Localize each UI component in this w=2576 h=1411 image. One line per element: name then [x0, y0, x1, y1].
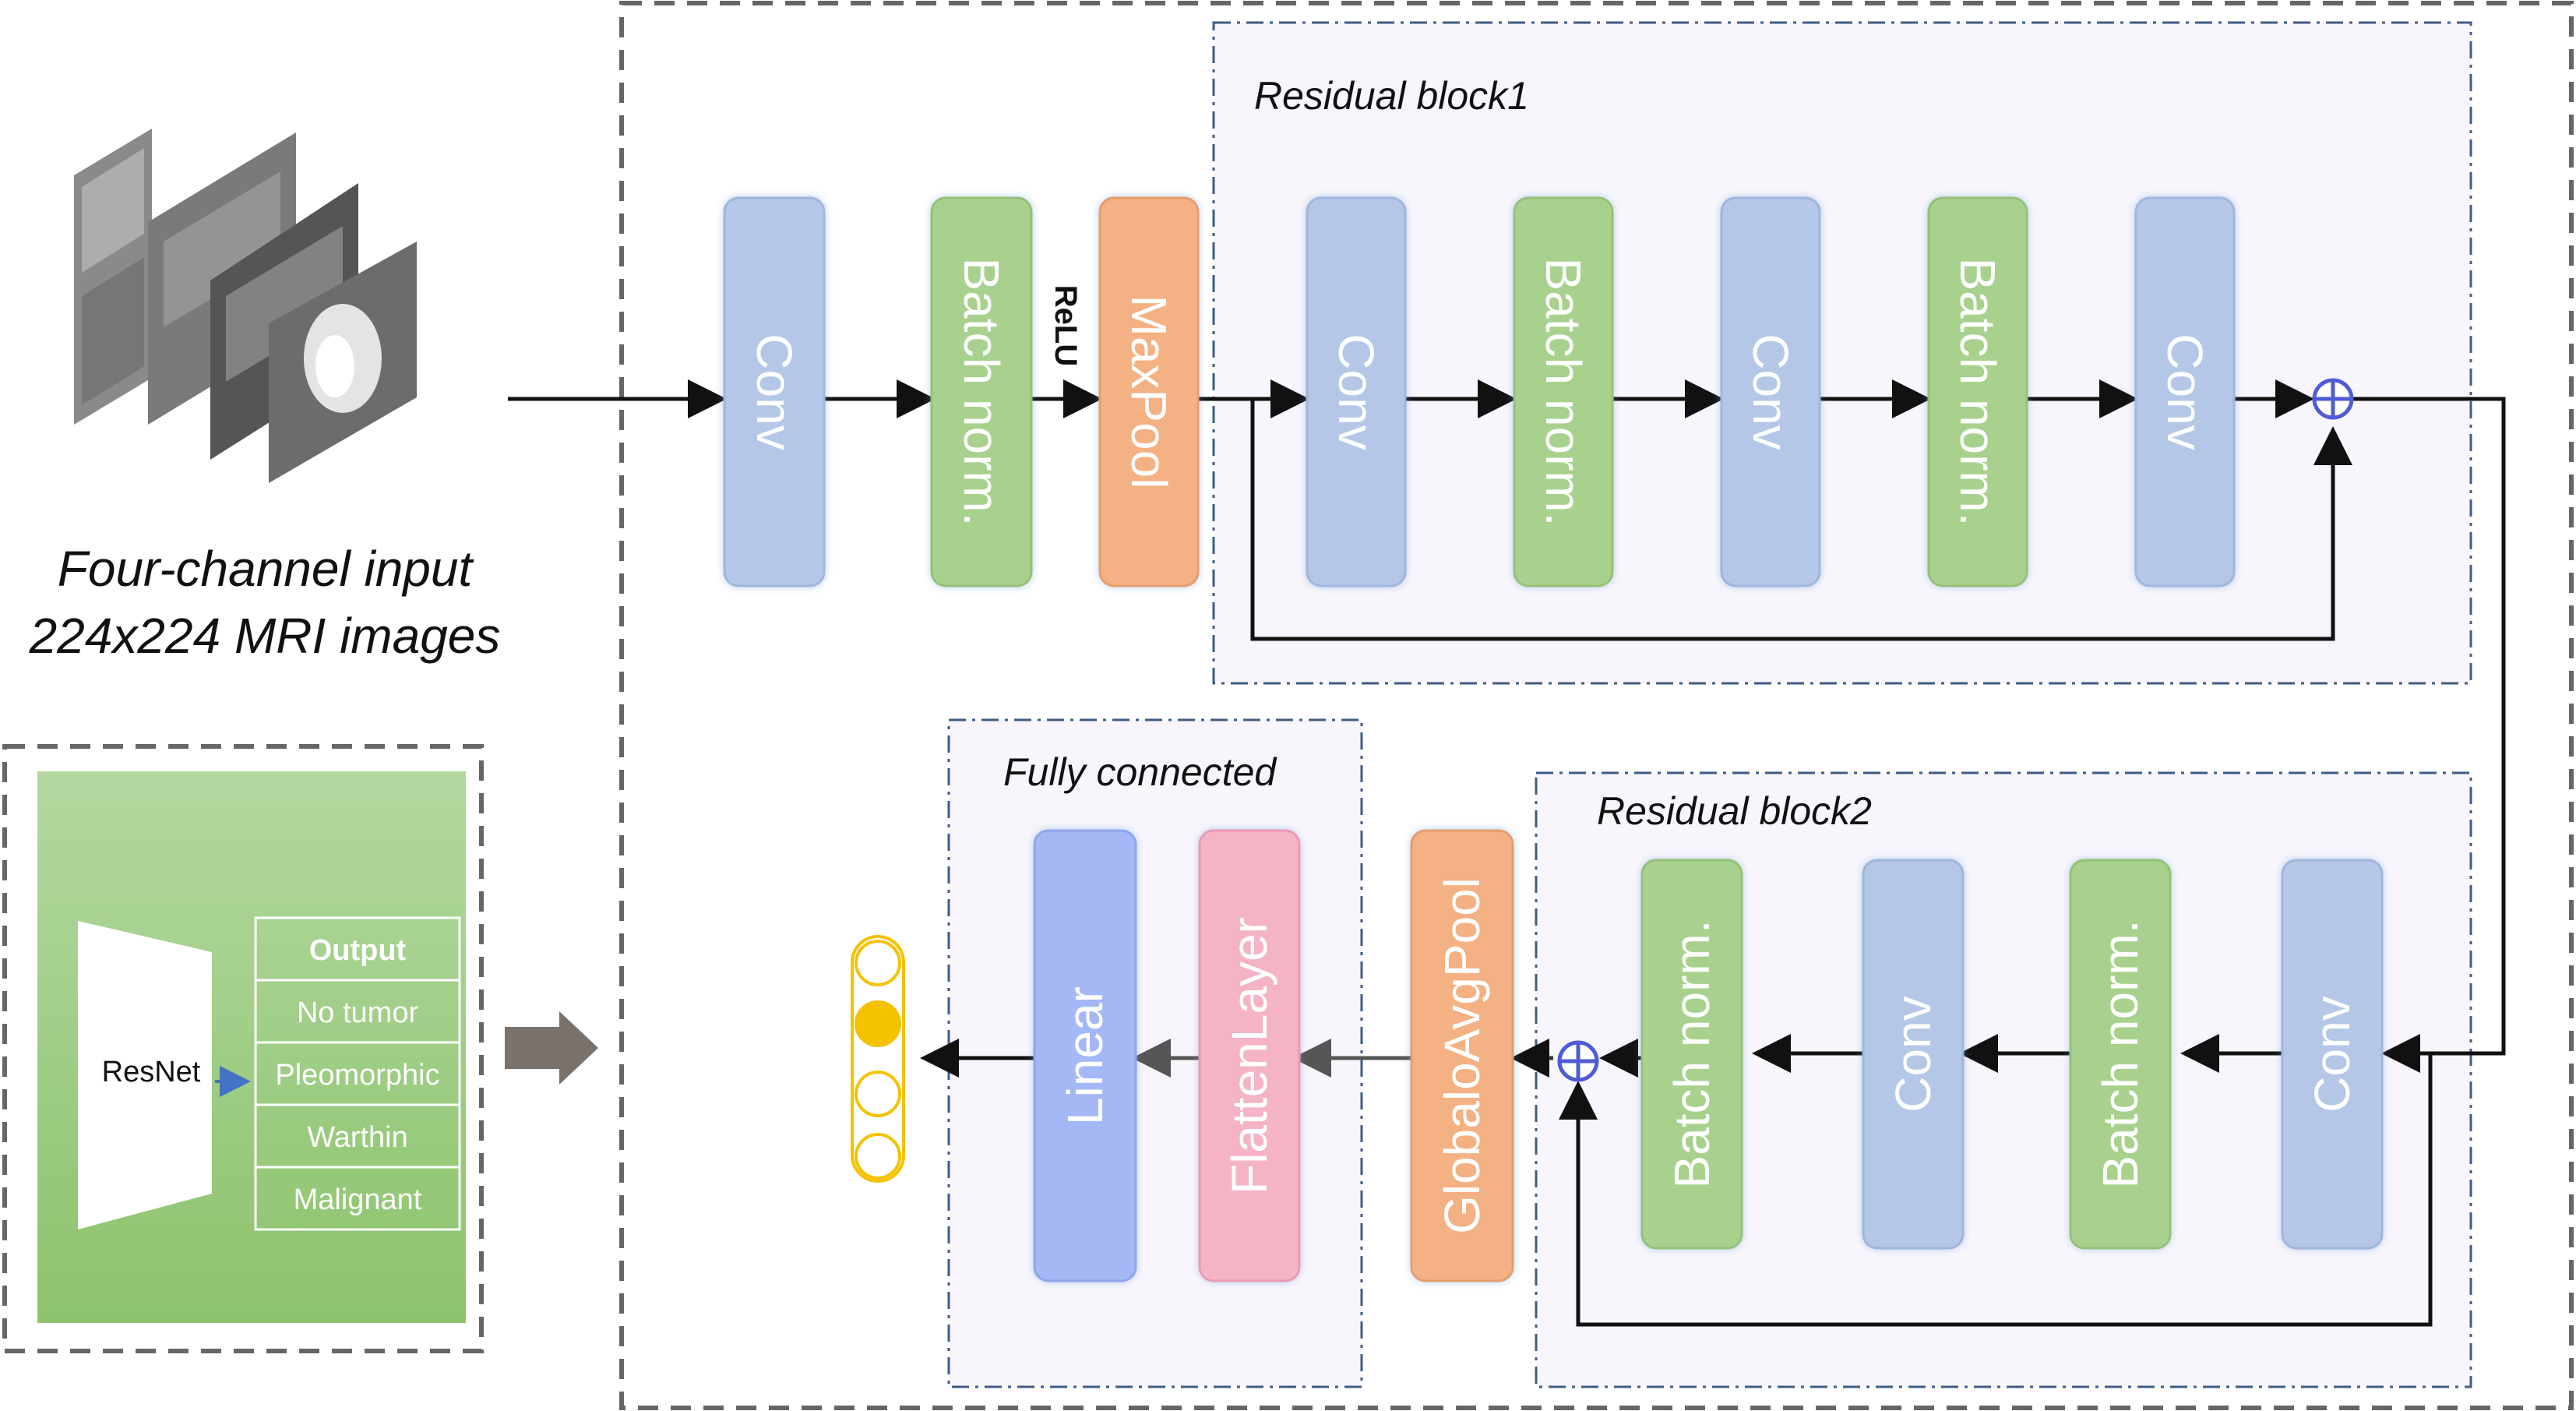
rb1-conv-block-3: Conv	[2134, 196, 2236, 587]
svg-text:Conv: Conv	[1743, 333, 1799, 450]
flatten-layer-block: FlattenLayer	[1198, 829, 1301, 1282]
rb2-conv-block-2: Conv	[2281, 859, 2384, 1250]
output-node	[855, 1133, 901, 1180]
residual-block2-title: Residual block2	[1597, 789, 1872, 833]
rb2-conv-block-1: Conv	[1862, 859, 1965, 1250]
svg-text:Batch norm.: Batch norm.	[2092, 919, 2148, 1188]
output-class-warthin: Warthin	[307, 1121, 408, 1154]
output-node-column	[851, 935, 905, 1183]
mri-image-stack	[74, 129, 417, 483]
svg-text:Conv: Conv	[2157, 333, 2213, 450]
relu-label: ReLU	[1048, 285, 1083, 366]
network-outer-frame	[619, 1, 2574, 1410]
svg-text:Batch norm.: Batch norm.	[953, 257, 1010, 526]
svg-text:FlattenLayer: FlattenLayer	[1221, 917, 1277, 1194]
residual-block1-region	[1212, 21, 2472, 685]
svg-text:Conv: Conv	[1328, 333, 1384, 450]
rb2-batchnorm-block-1: Batch norm.	[1640, 859, 1743, 1250]
svg-text:Conv: Conv	[1885, 996, 1941, 1112]
linear-block: Linear	[1033, 829, 1137, 1282]
input-caption-line2: 224x224 MRI images	[29, 608, 501, 664]
big-right-arrow-icon	[505, 1011, 598, 1085]
output-node-active	[855, 1000, 901, 1047]
input-caption-line1: Four-channel input	[58, 541, 474, 597]
legend-frame	[2, 744, 484, 1353]
circle-plus-icon	[1557, 1040, 1599, 1082]
rb1-conv-block-1: Conv	[1306, 196, 1407, 587]
output-header: Output	[309, 934, 407, 967]
output-class-pleomorphic: Pleomorphic	[275, 1059, 439, 1092]
output-class-malignant: Malignant	[294, 1183, 422, 1216]
svg-text:Linear: Linear	[1057, 986, 1113, 1125]
skip-connection-block2	[1559, 1053, 2433, 1327]
rb1-batchnorm-block-2: Batch norm.	[1927, 196, 2028, 587]
stem-batchnorm-block: Batch norm.	[930, 196, 1033, 587]
circle-plus-icon	[2312, 378, 2354, 420]
rb1-conv-block-2: Conv	[1720, 196, 1821, 587]
skip-connection-block1	[1250, 399, 2352, 641]
residual-block1-title: Residual block1	[1254, 74, 1529, 118]
svg-text:Batch norm.: Batch norm.	[1664, 919, 1720, 1188]
output-table: Output No tumor Pleomorphic Warthin Mali…	[254, 916, 461, 1231]
maxpool-block: MaxPool	[1098, 196, 1200, 587]
rb1-batchnorm-block-1: Batch norm.	[1513, 196, 1614, 587]
stem-conv-block: Conv	[723, 196, 826, 587]
svg-text:GlobaloAvgPool: GlobaloAvgPool	[1434, 877, 1490, 1234]
output-class-no-tumor: No tumor	[297, 997, 419, 1029]
global-avg-pool-block: GlobaloAvgPool	[1410, 829, 1514, 1282]
svg-text:Conv: Conv	[746, 333, 802, 450]
output-node	[855, 940, 901, 986]
svg-text:Conv: Conv	[2304, 996, 2360, 1112]
rb2-batchnorm-block-2: Batch norm.	[2069, 859, 2172, 1250]
svg-text:Batch norm.: Batch norm.	[1535, 257, 1591, 526]
output-node	[855, 1071, 901, 1117]
fully-connected-title: Fully connected	[1003, 750, 1277, 794]
connector-block1-to-block2	[2352, 397, 2506, 1073]
resnet-trapezoid	[78, 921, 212, 1229]
resnet-label: ResNet	[102, 1056, 201, 1088]
svg-text:MaxPool: MaxPool	[1121, 295, 1177, 489]
svg-text:Batch norm.: Batch norm.	[1950, 257, 2006, 526]
